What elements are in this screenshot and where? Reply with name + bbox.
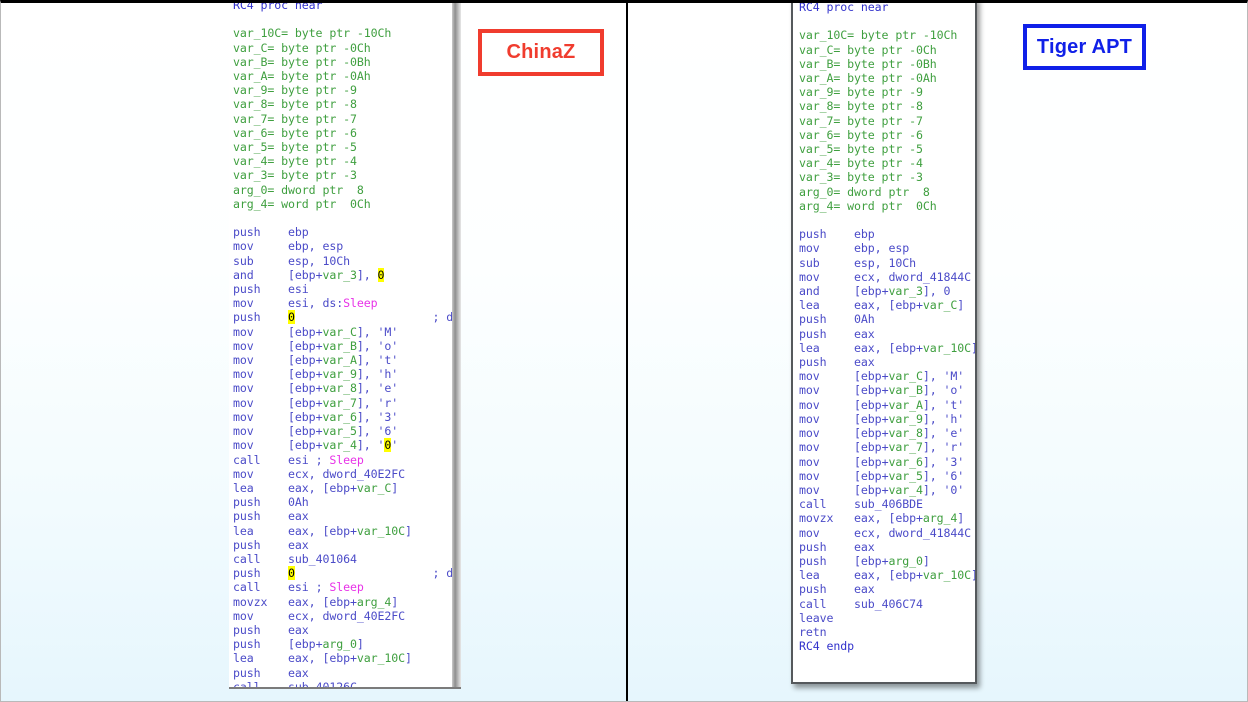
callout-chinaz-text: ChinaZ — [506, 41, 576, 63]
chinaz-code-listing: RC4 proc near var_10C= byte ptr -10Ch va… — [233, 3, 461, 687]
chinaz-disassembly-pane[interactable]: RC4 proc near var_10C= byte ptr -10Ch va… — [229, 3, 461, 689]
tiger-apt-disassembly-pane[interactable]: RC4 proc near var_10C= byte ptr -10Ch va… — [791, 0, 977, 684]
tiger-apt-code-listing: RC4 proc near var_10C= byte ptr -10Ch va… — [799, 0, 975, 654]
vertical-divider — [626, 3, 628, 701]
callout-label-chinaz: ChinaZ — [478, 29, 604, 76]
callout-label-tiger-apt: Tiger APT — [1023, 24, 1146, 70]
callout-tiger-apt-text: Tiger APT — [1036, 35, 1133, 58]
vertical-scrollbar[interactable] — [452, 3, 461, 687]
